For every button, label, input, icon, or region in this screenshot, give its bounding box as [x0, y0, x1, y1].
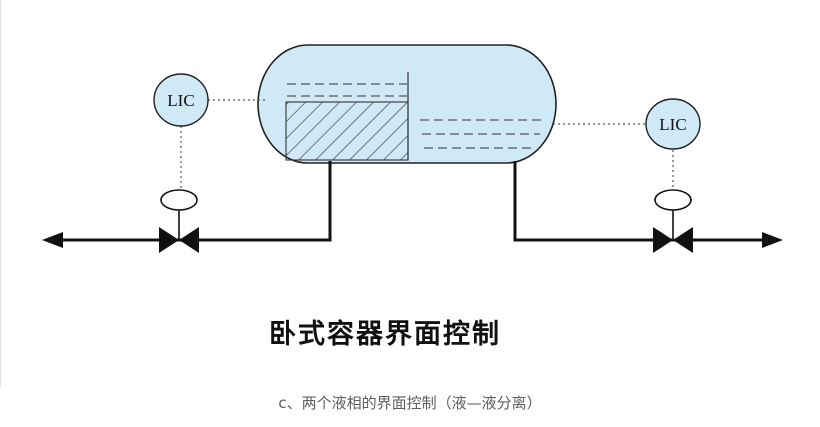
left-lic-instrument-bubble [153, 73, 209, 127]
figure-caption: c、两个液相的界面控制（液—液分离） [278, 394, 542, 412]
diagram-title: 卧式容器界面控制 [269, 319, 501, 350]
left-border-line [0, 0, 1, 388]
hatched-liquid-phase [285, 101, 409, 161]
right-control-valve-icon-right-half [673, 227, 693, 253]
left-flow-arrow-icon [42, 232, 63, 248]
left-control-valve-icon [159, 227, 179, 253]
left-valve-actuator-icon [160, 189, 198, 211]
right-outlet-pipe [513, 161, 765, 242]
left-control-valve-icon-right-half [179, 227, 199, 253]
right-lic-label: LIC [659, 115, 686, 134]
right-lic-instrument-bubble [645, 98, 701, 150]
left-outlet-pipe [60, 161, 332, 242]
right-valve-actuator-icon [654, 189, 692, 211]
process-diagram: LIC LIC [42, 44, 783, 253]
right-control-valve-icon [653, 227, 673, 253]
left-lic-label: LIC [167, 91, 194, 110]
right-flow-arrow-icon [762, 232, 783, 248]
